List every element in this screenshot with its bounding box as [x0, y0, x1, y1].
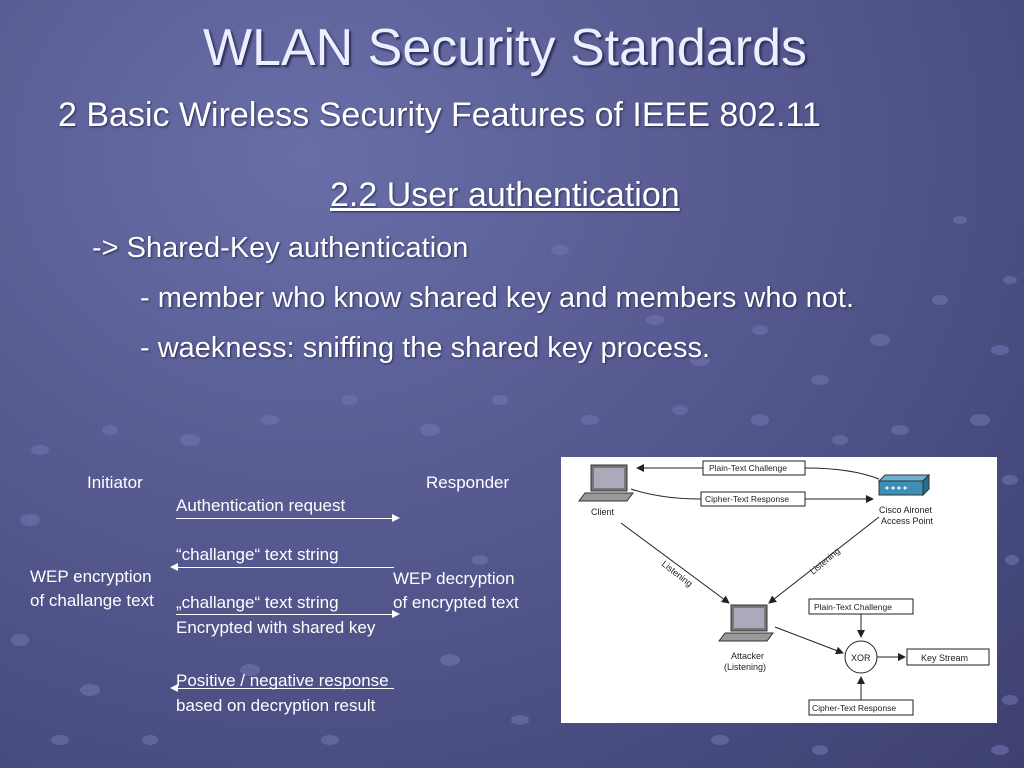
client-label: Client	[591, 507, 615, 517]
ap-label-2: Access Point	[881, 516, 934, 526]
message-encrypted-challenge: „challange“ text string	[176, 593, 339, 612]
attacker-label-1: Attacker	[731, 651, 764, 661]
note-wep-encryption-1: WEP encryption	[30, 567, 152, 586]
message-response: Positive / negative response	[176, 671, 389, 690]
initiator-label: Initiator	[87, 473, 143, 492]
cipher-text-response-input-label: Cipher-Text Response	[812, 703, 896, 713]
key-stream-label: Key Stream	[921, 653, 968, 663]
arrow-to-responder	[176, 514, 400, 522]
message-response-note: based on decryption result	[176, 696, 376, 715]
note-wep-encryption-2: of challange text	[30, 591, 154, 610]
bullet-members: - member who know shared key and members…	[140, 282, 855, 314]
message-encrypted-note: Encrypted with shared key	[176, 618, 376, 637]
section-heading: 2.2 User authentication	[330, 176, 680, 214]
ap-label-1: Cisco Aironet	[879, 505, 933, 515]
attacker-label-2: (Listening)	[724, 662, 766, 672]
access-point-icon	[877, 473, 931, 497]
slide-subtitle: 2 Basic Wireless Security Features of IE…	[58, 96, 821, 134]
attacker-laptop-icon	[718, 604, 774, 642]
listening-label-right: Listening	[808, 546, 842, 577]
plain-text-challenge-label: Plain-Text Challenge	[709, 463, 787, 473]
arrow-to-responder	[176, 610, 400, 618]
network-figure: Client Cisco Aironet Access Point Plain-…	[561, 457, 997, 723]
message-auth-request: Authentication request	[176, 496, 346, 515]
client-laptop-icon	[578, 464, 634, 502]
cipher-text-response-label: Cipher-Text Response	[705, 494, 789, 504]
key-stream-box	[906, 648, 990, 666]
bullet-shared-key: -> Shared-Key authentication	[92, 232, 469, 264]
note-wep-decryption-2: of encrypted text	[393, 593, 519, 612]
message-challenge: “challange“ text string	[176, 545, 339, 564]
note-wep-decryption-1: WEP decryption	[393, 569, 515, 588]
xor-label: XOR	[851, 653, 871, 663]
responder-label: Responder	[426, 473, 510, 492]
arrow-to-initiator	[170, 563, 394, 571]
slide-title: WLAN Security Standards	[202, 19, 808, 77]
bullet-weakness: - waekness: sniffing the shared key proc…	[140, 332, 711, 364]
arrow-to-initiator	[170, 684, 394, 692]
plain-text-challenge-input-label: Plain-Text Challenge	[814, 602, 892, 612]
